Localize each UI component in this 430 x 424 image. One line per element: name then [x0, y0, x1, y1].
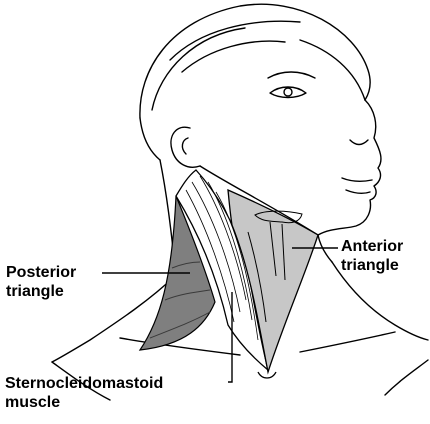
- posterior-triangle-label: Posterior triangle: [6, 263, 76, 301]
- hair-back-line: [140, 118, 160, 160]
- posterior-label-line1: Posterior: [6, 263, 76, 282]
- sternocleidomastoid-label: Sternocleidomastoid muscle: [5, 374, 163, 412]
- forehead-line: [300, 40, 365, 100]
- anterior-label-line1: Anterior: [341, 237, 403, 256]
- ear: [171, 127, 200, 167]
- anterior-triangle-label: Anterior triangle: [341, 237, 403, 275]
- iris: [284, 88, 292, 96]
- scm-label-line1: Sternocleidomastoid: [5, 374, 163, 393]
- posterior-label-line2: triangle: [6, 282, 76, 301]
- lip-line: [346, 190, 370, 193]
- hair-outline: [140, 4, 370, 118]
- ear-inner: [182, 138, 188, 154]
- eyebrow: [268, 72, 315, 78]
- scm-label-line2: muscle: [5, 393, 163, 412]
- mouth-line: [342, 178, 372, 181]
- hair-inner-line: [152, 28, 245, 110]
- face-profile: [318, 100, 381, 235]
- suprasternal-notch: [258, 372, 276, 378]
- left-clavicle: [120, 338, 240, 355]
- right-clavicle: [300, 332, 395, 352]
- nostril: [350, 140, 368, 145]
- hair-strand-1: [170, 21, 300, 60]
- anterior-label-line2: triangle: [341, 256, 403, 275]
- chest-line-right: [385, 360, 428, 395]
